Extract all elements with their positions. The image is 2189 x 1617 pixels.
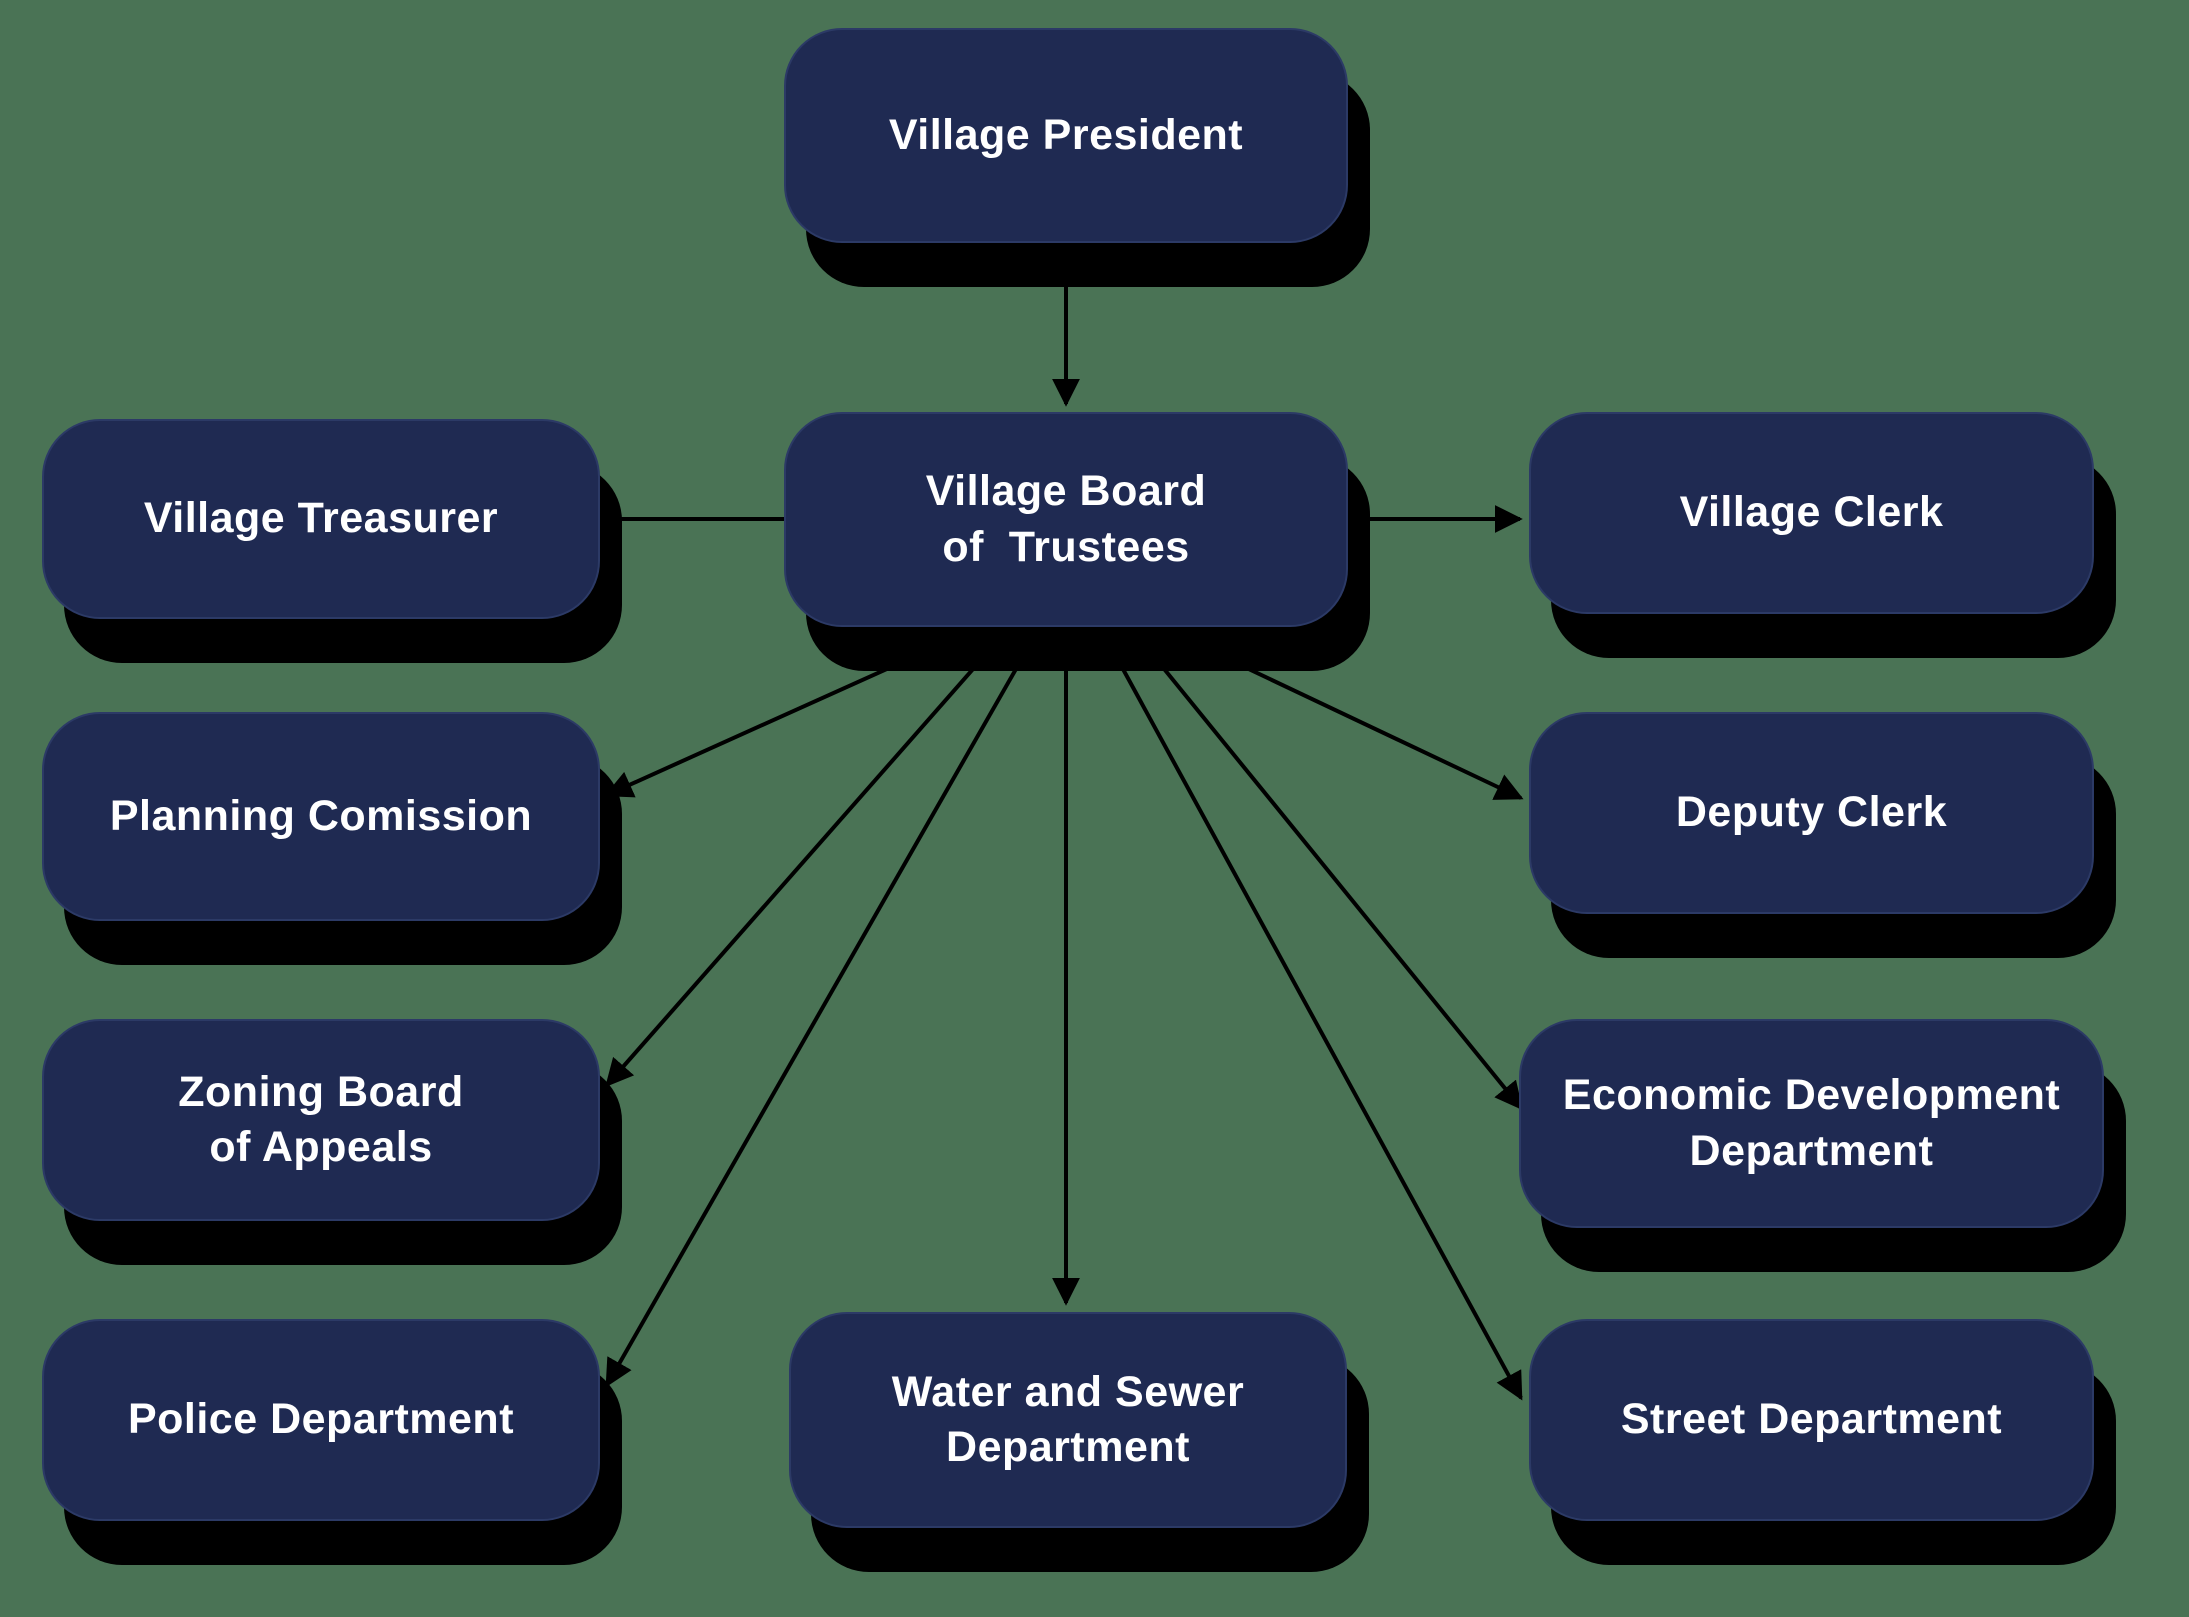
edge-board-police bbox=[605, 626, 1042, 1388]
node-village-clerk: Village Clerk bbox=[1529, 412, 2094, 614]
node-zoning-board-of-appeals: Zoning Board of Appeals bbox=[42, 1019, 600, 1221]
node-village-president: Village President bbox=[784, 28, 1348, 243]
edge-board-planning bbox=[604, 625, 981, 798]
node-street-department: Street Department bbox=[1529, 1319, 2094, 1521]
node-village-board-of-trustees: Village Board of Trustees bbox=[784, 412, 1348, 627]
edge-board-zoning bbox=[605, 625, 1012, 1088]
edge-board-econ bbox=[1128, 625, 1523, 1111]
node-deputy-clerk: Deputy Clerk bbox=[1529, 712, 2094, 914]
node-planning-commission: Planning Comission bbox=[42, 712, 600, 921]
edge-board-deputy bbox=[1159, 625, 1524, 800]
node-water-and-sewer-department: Water and Sewer Department bbox=[789, 1312, 1347, 1528]
edge-board-street bbox=[1098, 626, 1523, 1401]
node-village-treasurer: Village Treasurer bbox=[42, 419, 600, 619]
node-police-department: Police Department bbox=[42, 1319, 600, 1521]
node-economic-development-department: Economic Development Department bbox=[1519, 1019, 2104, 1228]
